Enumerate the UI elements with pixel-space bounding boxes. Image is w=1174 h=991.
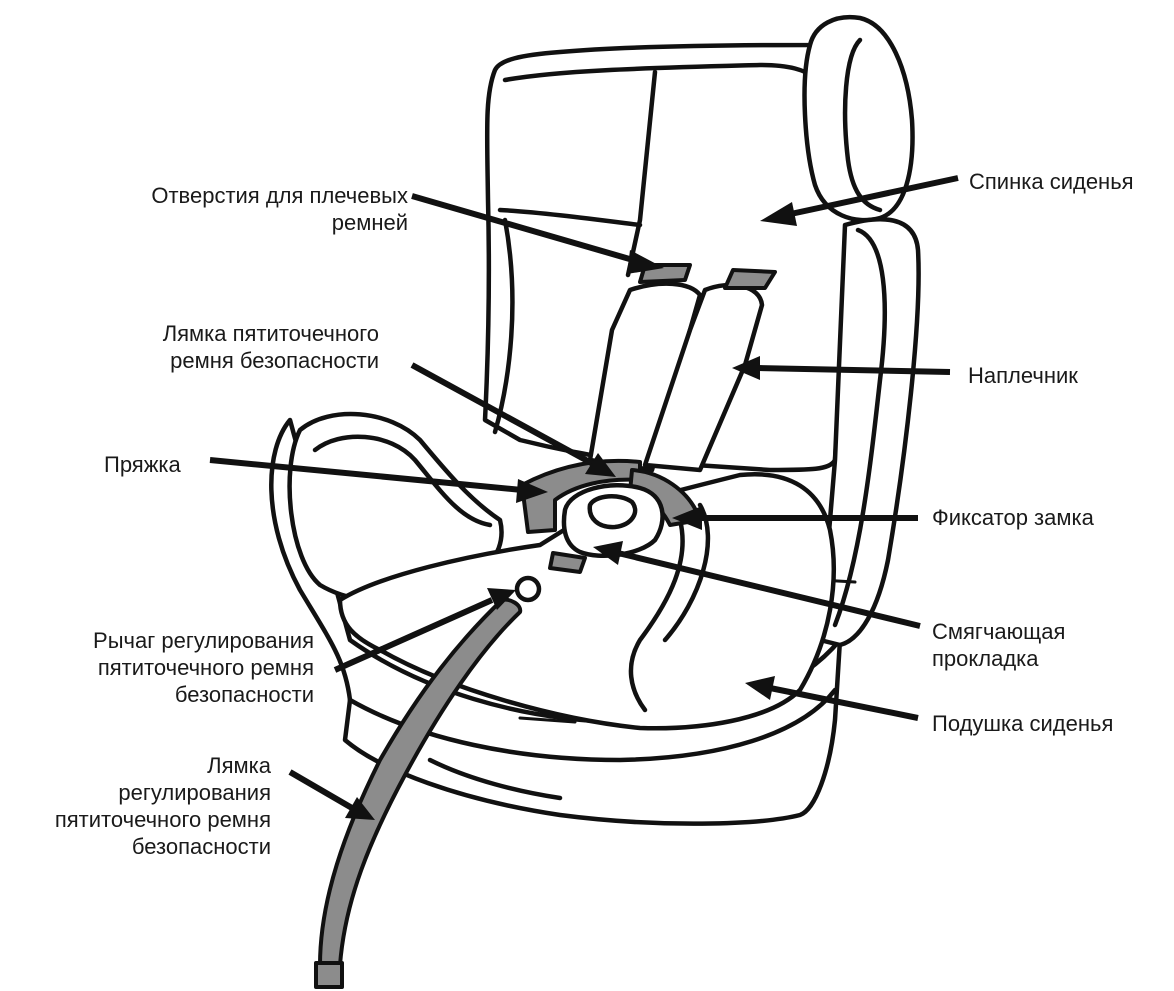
label-adjuster-strap: Лямка регулирования пятиточечного ремня …: [0, 752, 271, 860]
label-crotch-pad: Смягчающая прокладка: [932, 618, 1132, 672]
arrow-adjuster-strap: [290, 772, 352, 808]
arrow-shoulder-pad: [758, 368, 950, 372]
label-shoulder-pad: Наплечник: [968, 362, 1118, 389]
label-buckle: Пряжка: [104, 451, 204, 478]
label-seat-cushion: Подушка сиденья: [932, 710, 1162, 737]
label-adjuster-lever: Рычаг регулирования пятиточечного ремня …: [20, 627, 314, 708]
label-seat-back: Спинка сиденья: [969, 168, 1169, 195]
label-buckle-lock: Фиксатор замка: [932, 504, 1142, 531]
label-shoulder-strap-slots: Отверстия для плечевых ремней: [80, 182, 408, 236]
label-harness-strap: Лямка пятиточечного ремня безопасности: [90, 320, 379, 374]
